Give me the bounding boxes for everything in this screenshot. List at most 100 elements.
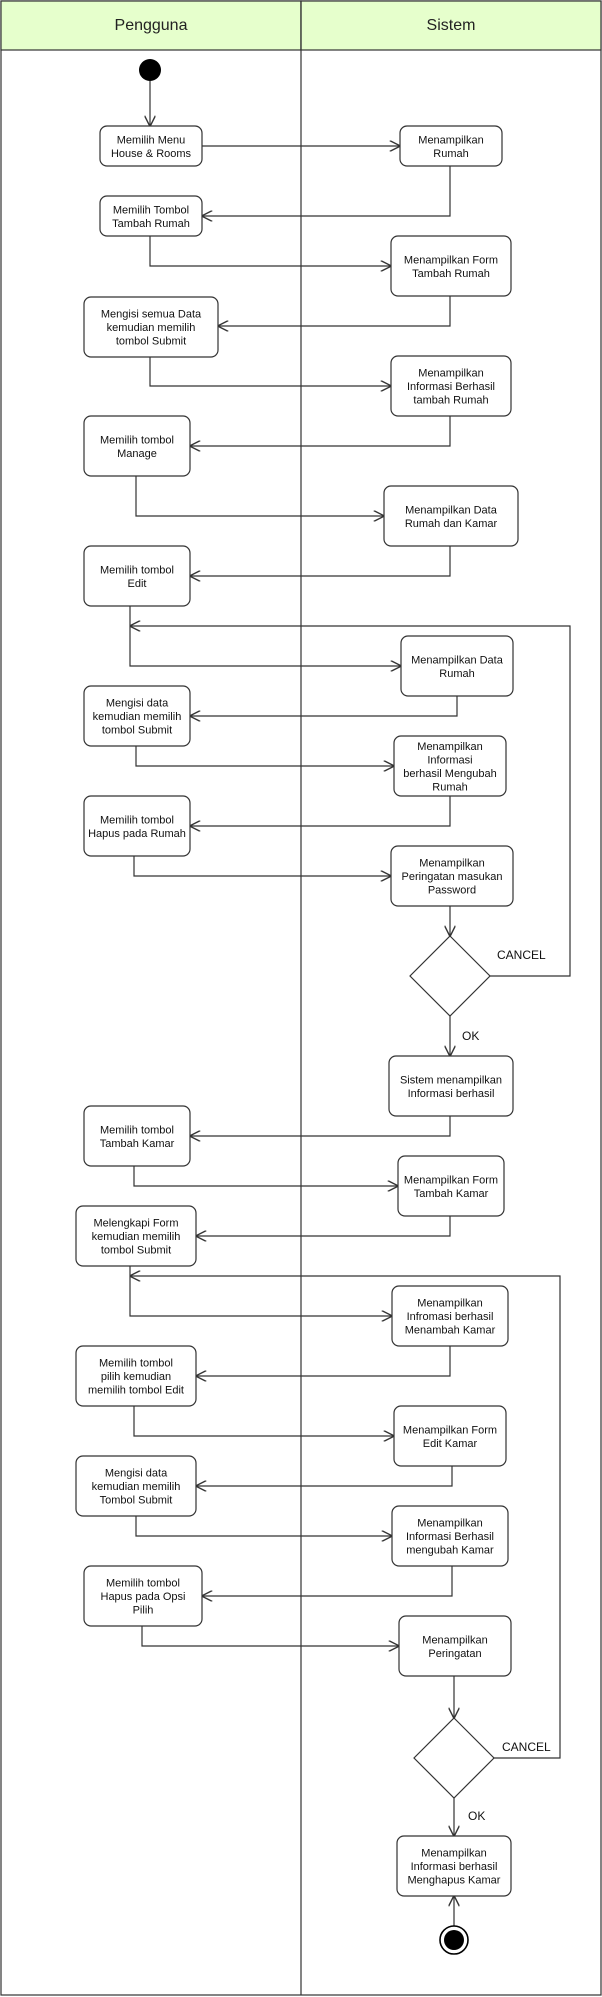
guard-label-cancel-1: CANCEL (497, 948, 546, 962)
guard-label-ok-2: OK (468, 1809, 485, 1823)
activity-box (75, 1455, 197, 1517)
arrow-n5-n6 (149, 357, 391, 386)
arrow-n24-n25 (141, 1626, 399, 1646)
activity-box (99, 125, 203, 167)
start-node (139, 59, 161, 81)
activity-box (83, 685, 191, 747)
activity-box (75, 1345, 197, 1407)
arrow-n3-n4 (149, 236, 391, 266)
arrow-n8-n9 (190, 546, 451, 576)
activity-box (400, 635, 514, 697)
arrow-n17-n18 (196, 1216, 451, 1236)
arrow-n20-n21 (133, 1406, 394, 1436)
activity-box (390, 235, 512, 297)
arrow-d1-cancel (130, 626, 571, 977)
decision-d1 (409, 935, 491, 1017)
activity-box (391, 1285, 509, 1347)
activity-box (390, 845, 514, 907)
arrow-n6-n7 (190, 416, 451, 446)
activity-box (388, 1055, 514, 1117)
arrow-n13-n14 (133, 856, 391, 876)
arrow-n15-n16 (190, 1116, 451, 1136)
activity-box (99, 195, 203, 237)
activity-box (393, 1405, 507, 1467)
activity-box (83, 1105, 191, 1167)
activity-box (83, 296, 219, 358)
lane-header-pengguna (0, 0, 302, 51)
guard-label-cancel-2: CANCEL (502, 1740, 551, 1754)
arrow-d2-cancel (130, 1276, 561, 1759)
activity-box (391, 1505, 509, 1567)
end-node (439, 1925, 469, 1955)
activity-box (399, 125, 503, 167)
arrow-n16-n17 (133, 1166, 398, 1186)
activity-box (83, 1565, 203, 1627)
arrow-n7-n8 (135, 476, 384, 516)
arrow-n19-n20 (196, 1346, 451, 1376)
activity-box (397, 1155, 505, 1217)
guard-labels: CANCEL OK CANCEL OK (462, 948, 551, 1823)
arrow-n22-n23 (135, 1516, 392, 1536)
activity-box (83, 795, 191, 857)
flow-edges (129, 81, 571, 1926)
arrow-n4-n5 (218, 296, 451, 326)
arrow-n10-n11 (190, 696, 458, 716)
activity-box (75, 1205, 197, 1267)
guard-label-ok-1: OK (462, 1029, 479, 1043)
arrow-n18-n19 (129, 1266, 392, 1316)
activity-box (396, 1835, 512, 1897)
arrow-n11-n12 (135, 746, 394, 766)
arrow-n21-n22 (196, 1466, 453, 1486)
lane-title-pengguna: Pengguna (115, 17, 188, 34)
activity-box (398, 1615, 512, 1677)
